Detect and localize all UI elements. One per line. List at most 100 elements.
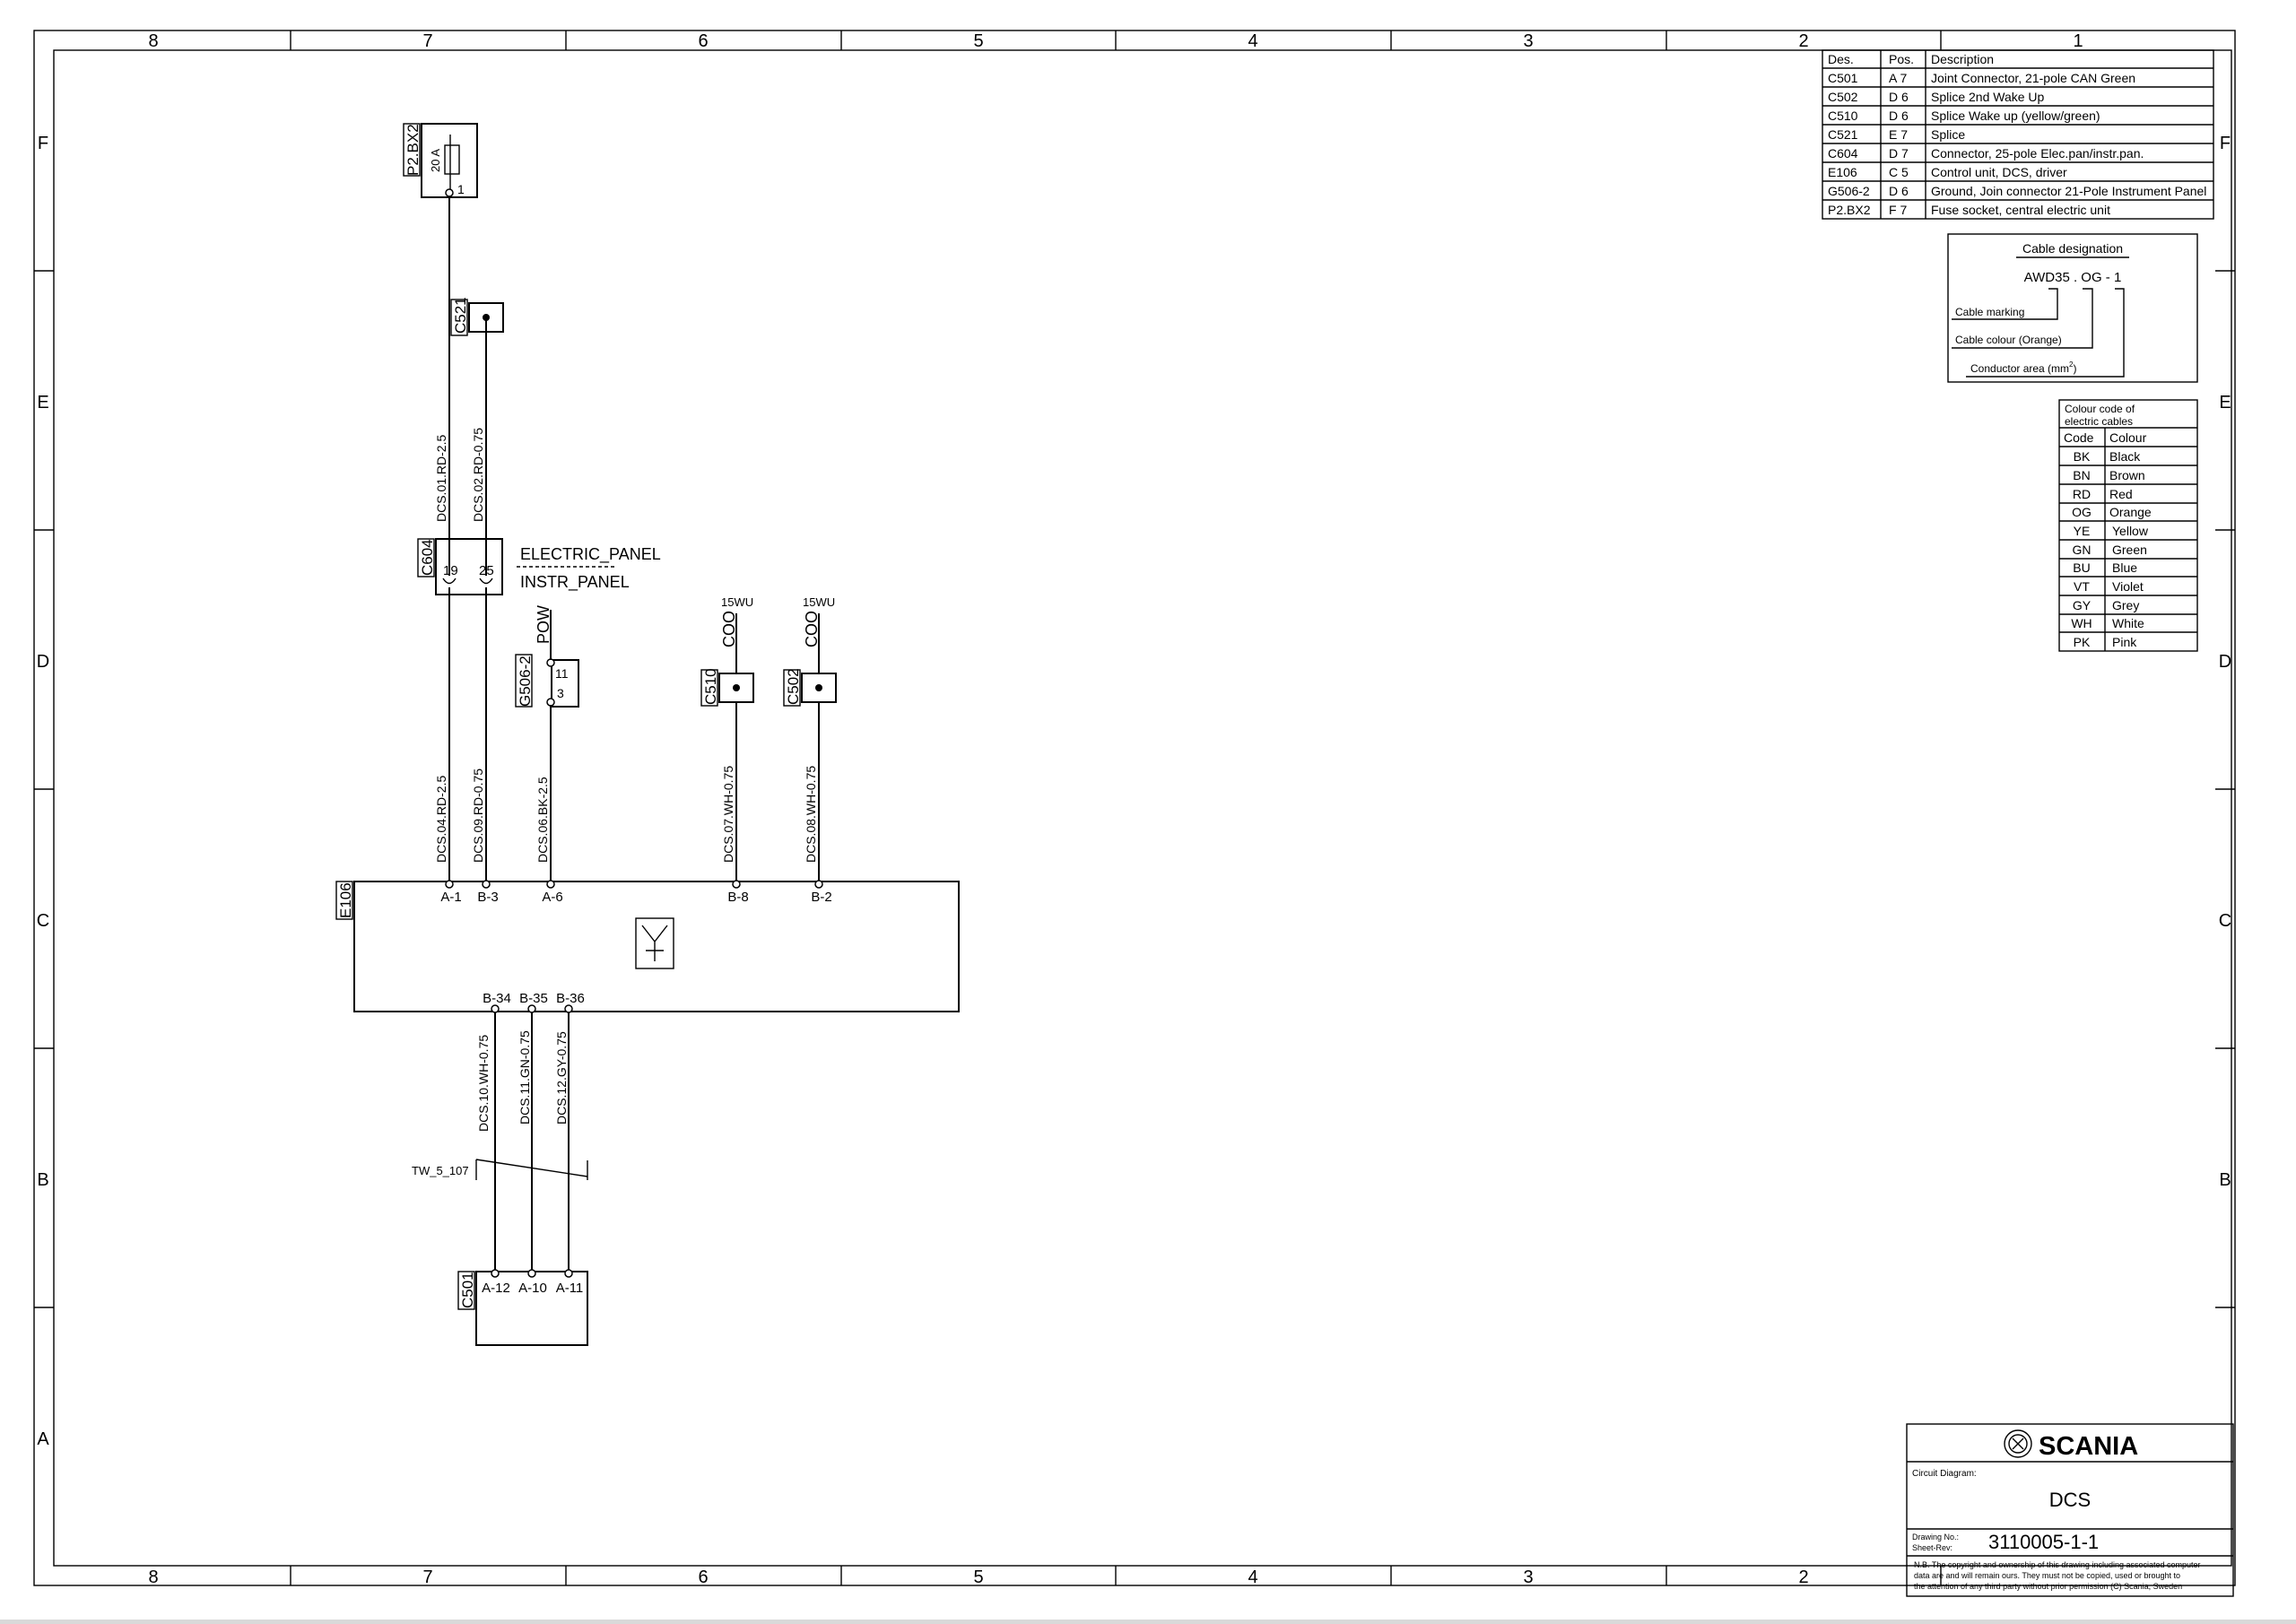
colour-row: VT Violet	[2074, 579, 2144, 594]
svg-text:D 6: D 6	[1889, 90, 1909, 104]
ground-g506-2[interactable]: G506-2 11 3	[515, 654, 579, 708]
conductor-area-label: Conductor area (mm2)	[1970, 360, 2077, 375]
cable-colour-label: Cable colour (Orange)	[1955, 334, 2062, 346]
svg-text:C502: C502	[1828, 90, 1858, 104]
svg-text:BN: BN	[2073, 468, 2090, 482]
ecu-pin: A-1	[440, 890, 461, 905]
col-label: 6	[698, 31, 708, 51]
cable-label: DCS.02.RD-0.75	[471, 428, 485, 522]
twisted-pair-icon	[475, 1159, 588, 1180]
svg-text:BK: BK	[2074, 449, 2091, 464]
row-label: D	[2219, 652, 2231, 672]
svg-text:Orange: Orange	[2109, 505, 2152, 519]
row-label: C	[37, 911, 49, 931]
legend-header: Des.	[1828, 52, 1854, 66]
svg-text:Brown: Brown	[2109, 468, 2145, 482]
signal-label: COO	[720, 611, 738, 647]
svg-text:GY: GY	[2073, 598, 2092, 612]
row-label: E	[2219, 393, 2231, 413]
wakeup-label: 15WU	[721, 595, 753, 609]
svg-text:Yellow: Yellow	[2112, 524, 2149, 538]
row-label: A	[37, 1429, 49, 1449]
row-label: F	[2220, 134, 2231, 153]
cable-designation-box: Cable designation AWD35 . OG - 1 Cable m…	[1947, 233, 2198, 383]
drawing-no-label: Drawing No.:	[1912, 1533, 1959, 1541]
row-label: B	[37, 1170, 48, 1190]
colour-row: GY Grey	[2073, 598, 2139, 612]
ecu-label: E106	[337, 882, 354, 918]
col-label: 8	[148, 31, 158, 51]
circuit-diagram-label: Circuit Diagram:	[1912, 1469, 1977, 1479]
svg-text:E 7: E 7	[1889, 127, 1908, 142]
svg-text:D 6: D 6	[1889, 109, 1909, 123]
svg-text:C510: C510	[1828, 109, 1858, 123]
ecu-symbol-icon	[635, 917, 674, 969]
connector-pin: A-12	[482, 1281, 510, 1296]
control-unit-e106[interactable]: E106 A-1 B-3 A-6 B-8 B-2 B-34 B-35 B-36	[335, 880, 960, 1013]
ecu-pin: B-8	[727, 890, 748, 905]
connector-label: C604	[419, 539, 436, 576]
svg-text:Splice: Splice	[1931, 127, 1965, 142]
row-label: D	[37, 652, 49, 672]
svg-text:GN: GN	[2073, 543, 2092, 557]
fuse-label: P2.BX2	[404, 124, 422, 176]
col-label: 1	[2073, 31, 2083, 51]
svg-text:Pink: Pink	[2112, 635, 2137, 649]
circuit-name: DCS	[2049, 1489, 2091, 1511]
svg-text:C521: C521	[1828, 127, 1858, 142]
row-label: B	[2219, 1170, 2231, 1190]
cable-designation-example: AWD35 . OG - 1	[2024, 270, 2122, 285]
ground-pin: 11	[555, 666, 569, 681]
legend-row: C521 E 7 Splice	[1828, 127, 1965, 142]
fuse-p2bx2[interactable]: 20 A 1	[421, 123, 478, 198]
col-label: 5	[973, 31, 983, 51]
cable-label: DCS.11.GN-0.75	[517, 1030, 532, 1125]
cable-label: DCS.10.WH-0.75	[476, 1035, 491, 1132]
cable-label: DCS.09.RD-0.75	[471, 769, 485, 863]
ecu-pin: B-3	[477, 890, 498, 905]
legend-header: Description	[1931, 52, 1994, 66]
connector-c604[interactable]: C604 19 25	[417, 538, 503, 595]
connector-c501[interactable]: C501 A-12 A-10 A-11	[457, 1269, 588, 1346]
svg-text:RD: RD	[2073, 487, 2091, 501]
svg-text:Red: Red	[2109, 487, 2133, 501]
brand-logo: SCANIA	[2039, 1432, 2138, 1461]
col-label: 3	[1523, 31, 1533, 51]
svg-text:D 7: D 7	[1889, 146, 1909, 161]
colour-code-header: Colour	[2109, 430, 2147, 445]
panel-label-bottom: INSTR_PANEL	[520, 573, 630, 592]
ecu-pin: B-36	[556, 991, 585, 1006]
svg-text:Control unit, DCS, driver: Control unit, DCS, driver	[1931, 165, 2067, 179]
splice-c510[interactable]: C510	[700, 668, 754, 707]
splice-c502[interactable]: C502	[783, 668, 837, 707]
signal-label: COO	[803, 611, 821, 647]
colour-row: BN Brown	[2073, 468, 2144, 482]
svg-text:Violet: Violet	[2112, 579, 2144, 594]
svg-text:VT: VT	[2074, 579, 2090, 594]
svg-text:Joint Connector, 21-pole CAN G: Joint Connector, 21-pole CAN Green	[1931, 71, 2135, 85]
legend-header: Pos.	[1889, 52, 1914, 66]
colour-code-table: Colour code of electric cables Code Colo…	[2058, 399, 2198, 652]
ecu-pin: B-34	[483, 991, 511, 1006]
drawing-number: 3110005-1-1	[1988, 1531, 2099, 1553]
panel-label-top: ELECTRIC_PANEL	[520, 545, 661, 564]
svg-text:Grey: Grey	[2112, 598, 2139, 612]
svg-text:E106: E106	[1828, 165, 1857, 179]
splice-c521[interactable]: C521	[450, 297, 504, 336]
title-block: SCANIA Circuit Diagram: DCS Drawing No.:…	[1906, 1423, 2234, 1597]
colour-code-title: Colour code of	[2065, 403, 2135, 415]
pow-label: POW	[535, 605, 552, 644]
copyright-note: N.B. The copyright and ownership of this…	[1914, 1560, 2201, 1569]
ground-label: G506-2	[517, 656, 534, 707]
svg-text:D 6: D 6	[1889, 184, 1909, 198]
